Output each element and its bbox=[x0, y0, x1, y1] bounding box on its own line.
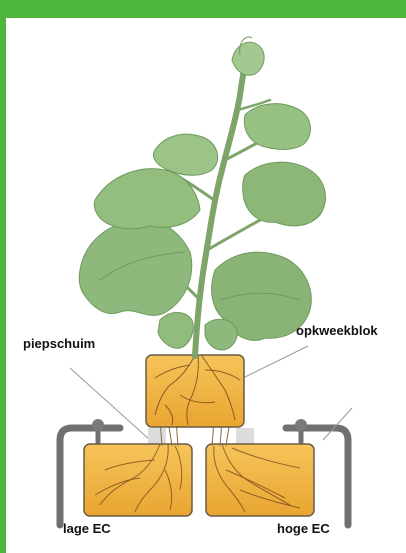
propagation-block bbox=[146, 355, 244, 427]
label-piepschuim: piepschuim bbox=[23, 336, 95, 351]
label-hoge-ec: hoge EC bbox=[277, 521, 330, 536]
lower-right-block bbox=[206, 444, 314, 516]
left-dripper-knob bbox=[92, 419, 104, 431]
label-lage-ec: lage EC bbox=[63, 521, 111, 536]
label-opkweekblok: opkweekblok bbox=[296, 323, 378, 338]
lower-left-block bbox=[84, 444, 192, 516]
right-dripper-knob bbox=[295, 419, 307, 431]
